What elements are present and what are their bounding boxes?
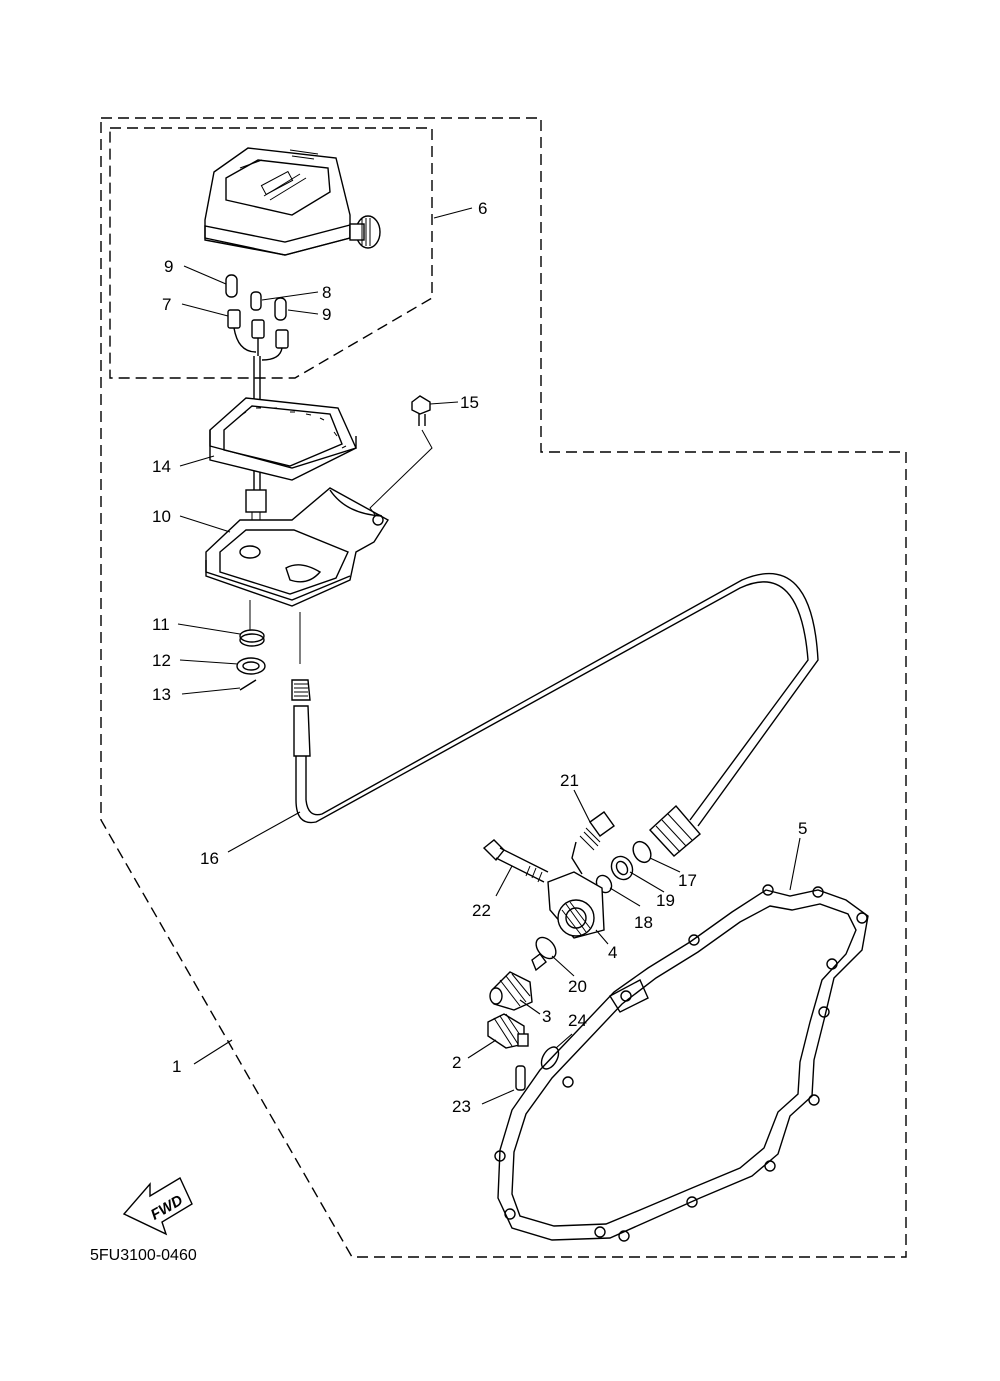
callout-2: 2 [452, 1053, 461, 1072]
driven-gear-2 [487, 1013, 529, 1049]
callout-11: 11 [152, 615, 170, 634]
leader-lines [177, 207, 801, 1105]
callout-15: 15 [460, 393, 479, 412]
callout-14: 14 [152, 457, 171, 476]
callout-9-left: 9 [164, 257, 173, 276]
callout-13: 13 [152, 685, 171, 704]
callout-4: 4 [608, 943, 617, 962]
gasket-5 [494, 884, 869, 1242]
diagram-code: 5FU3100-0460 [90, 1247, 197, 1264]
bulb-8 [250, 291, 262, 311]
callout-3: 3 [542, 1007, 551, 1026]
callout-12: 12 [152, 651, 171, 670]
gear-housing-4 [547, 841, 605, 939]
callout-17: 17 [678, 871, 697, 890]
forward-direction-arrow: FWD [122, 1176, 193, 1236]
assembly-boundary-outer [100, 117, 907, 1258]
drive-gear-3 [489, 953, 547, 1011]
callout-20: 20 [568, 977, 587, 996]
bolt-22 [482, 839, 549, 883]
assembly-boundary-meter [109, 127, 433, 379]
seal-19 [610, 855, 634, 881]
callout-22: 22 [472, 901, 491, 920]
clip-13 [239, 679, 257, 691]
oring-17 [632, 840, 652, 864]
bulb-9-left [225, 274, 238, 298]
bolt-15 [369, 395, 433, 517]
callout-10: 10 [152, 507, 171, 526]
screw-21 [579, 811, 615, 851]
grommet-11 [239, 629, 265, 647]
meter-case [209, 397, 357, 481]
callout-19: 19 [656, 891, 675, 910]
callout-7: 7 [162, 295, 171, 314]
speedometer-unit [204, 147, 381, 256]
callout-18: 18 [634, 913, 653, 932]
callout-21: 21 [560, 771, 579, 790]
callout-1: 1 [172, 1057, 181, 1076]
meter-bracket [205, 487, 389, 607]
callout-16: 16 [200, 849, 219, 868]
callout-6: 6 [478, 199, 487, 218]
callout-24: 24 [568, 1011, 587, 1030]
speedometer-cable [291, 572, 819, 857]
bulb-9-right [274, 297, 287, 321]
bulb-sockets [227, 309, 289, 361]
washer-12 [236, 657, 266, 675]
callout-23: 23 [452, 1097, 471, 1116]
callout-8: 8 [322, 283, 331, 302]
callout-9-right: 9 [322, 305, 331, 324]
callout-5: 5 [798, 819, 807, 838]
dowel-pin-23 [515, 1065, 526, 1091]
callout-labels: 6 9 7 8 9 15 14 10 11 12 13 16 21 5 17 1… [152, 199, 807, 1116]
